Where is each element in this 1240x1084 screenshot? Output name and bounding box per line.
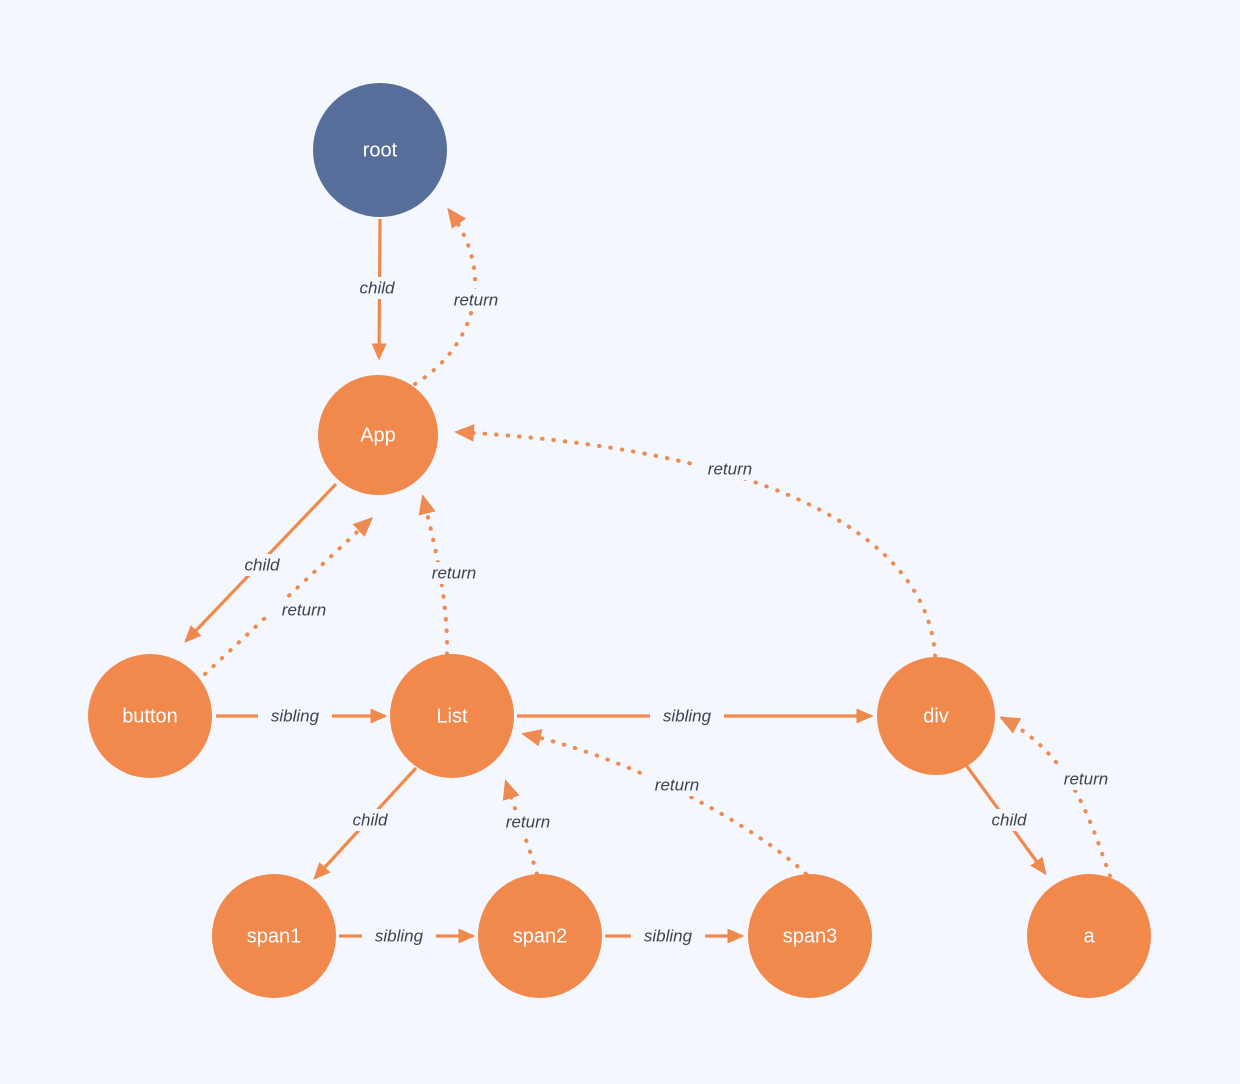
- node-span3[interactable]: span3: [748, 874, 872, 998]
- node-a-circle[interactable]: [1027, 874, 1151, 998]
- node-button[interactable]: button: [88, 654, 212, 778]
- edge-label-app-root-return: return: [440, 289, 512, 311]
- edge-label-list-app-return: return: [418, 562, 490, 584]
- node-span1[interactable]: span1: [212, 874, 336, 998]
- edge-labels-layer: child return child return return return: [232, 277, 1122, 947]
- edges-layer: [184, 207, 1112, 944]
- node-span2-circle[interactable]: [478, 874, 602, 998]
- edge-label-button-list-sibling: sibling: [258, 705, 332, 727]
- edge-label-text: sibling: [663, 706, 712, 725]
- edge-label-span2-list-return: return: [492, 811, 564, 833]
- edge-label-span1-span2-sibling: sibling: [362, 925, 436, 947]
- edge-label-app-button-child: child: [232, 554, 292, 576]
- nodes-layer: root App button List div span1: [88, 83, 1151, 998]
- edge-label-text: child: [360, 278, 396, 297]
- node-div[interactable]: div: [877, 657, 995, 775]
- edge-label-div-a-child: child: [979, 809, 1039, 831]
- edge-label-div-app-return: return: [694, 458, 766, 480]
- node-button-circle[interactable]: [88, 654, 212, 778]
- edge-label-span2-span3-sibling: sibling: [631, 925, 705, 947]
- edge-label-text: return: [454, 290, 498, 309]
- node-root[interactable]: root: [313, 83, 447, 217]
- edge-span2-list-return: [502, 779, 539, 876]
- edge-label-root-app-child: child: [347, 277, 407, 299]
- edge-span3-list-return: [521, 729, 808, 876]
- edge-button-app-return: [203, 516, 374, 676]
- edge-label-text: return: [282, 600, 326, 619]
- edge-label-text: sibling: [271, 706, 320, 725]
- node-a[interactable]: a: [1027, 874, 1151, 998]
- edge-label-text: return: [506, 812, 550, 831]
- edge-label-text: sibling: [644, 926, 693, 945]
- edge-label-span3-list-return: return: [641, 774, 713, 796]
- edge-app-root-return: [413, 207, 478, 386]
- edge-label-text: return: [655, 775, 699, 794]
- edge-label-button-app-return: return: [268, 599, 340, 621]
- edge-label-text: child: [353, 810, 389, 829]
- edge-div-app-return: [454, 424, 937, 658]
- node-app-circle[interactable]: [318, 375, 438, 495]
- edge-label-text: return: [1064, 769, 1108, 788]
- node-div-circle[interactable]: [877, 657, 995, 775]
- node-root-circle[interactable]: [313, 83, 447, 217]
- edge-label-text: child: [992, 810, 1028, 829]
- edge-label-text: child: [245, 555, 281, 574]
- edge-label-text: return: [432, 563, 476, 582]
- node-app[interactable]: App: [318, 375, 438, 495]
- node-span2[interactable]: span2: [478, 874, 602, 998]
- edge-label-text: sibling: [375, 926, 424, 945]
- node-list[interactable]: List: [390, 654, 514, 778]
- edge-label-a-div-return: return: [1050, 768, 1122, 790]
- edge-label-text: return: [708, 459, 752, 478]
- node-list-circle[interactable]: [390, 654, 514, 778]
- edge-label-list-div-sibling: sibling: [650, 705, 724, 727]
- edge-a-div-return: [999, 716, 1112, 878]
- node-span1-circle[interactable]: [212, 874, 336, 998]
- node-span3-circle[interactable]: [748, 874, 872, 998]
- edge-label-list-span1-child: child: [340, 809, 400, 831]
